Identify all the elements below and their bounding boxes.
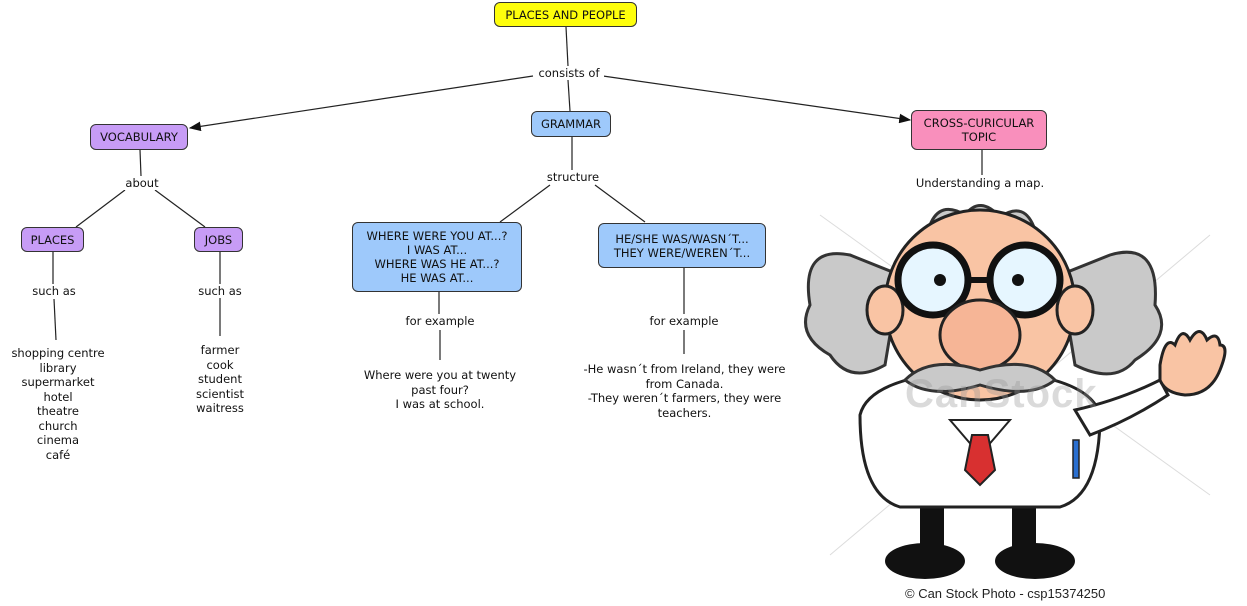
link-such-as-jobs: such as	[192, 284, 248, 298]
places-label: PLACES	[30, 232, 75, 247]
link-for-example-right: for example	[644, 314, 724, 328]
example-line: from Canada.	[645, 376, 724, 391]
jobs-list: farmer cook student scientist waitress	[180, 343, 260, 416]
example-line: -He wasn´t from Ireland, they were	[583, 362, 786, 376]
cross-curricular-node[interactable]: CROSS-CURICULAR TOPIC	[911, 110, 1047, 150]
places-list: shopping centre library supermarket hote…	[2, 346, 114, 462]
list-item: supermarket	[21, 375, 95, 389]
cross-line: CROSS-CURICULAR	[923, 116, 1035, 130]
example-line: -They weren´t farmers, they were	[587, 391, 782, 405]
places-node[interactable]: PLACES	[21, 227, 84, 252]
link-such-as-places: such as	[26, 284, 82, 298]
list-item: cinema	[36, 433, 80, 447]
jobs-node[interactable]: JOBS	[194, 227, 243, 252]
jobs-label: JOBS	[204, 232, 233, 247]
example-line: teachers.	[657, 405, 712, 420]
example-right: -He wasn´t from Ireland, they were from …	[562, 362, 807, 420]
example-line: Where were you at twenty	[363, 368, 517, 382]
link-consists-of: consists of	[534, 66, 604, 80]
link-about: about	[118, 176, 166, 190]
link-for-example-left: for example	[400, 314, 480, 328]
root-label: PLACES AND PEOPLE	[505, 7, 626, 22]
list-item: church	[38, 418, 78, 433]
example-left: Where were you at twenty past four? I wa…	[350, 368, 530, 412]
grammar-label: GRAMMAR	[540, 117, 601, 131]
list-item: farmer	[200, 343, 240, 357]
cross-note: Understanding a map.	[905, 176, 1055, 190]
photo-credit: © Can Stock Photo - csp15374250	[905, 586, 1106, 601]
list-item: shopping centre	[11, 346, 105, 360]
list-item: scientist	[195, 386, 245, 401]
list-item: hotel	[43, 389, 73, 404]
past-where-node[interactable]: WHERE WERE YOU AT...? I WAS AT... WHERE …	[352, 222, 522, 292]
list-item: library	[39, 360, 77, 375]
example-line: I was at school.	[395, 397, 485, 411]
vocabulary-label: VOCABULARY	[100, 130, 178, 144]
past-was-node[interactable]: HE/SHE WAS/WASN´T... THEY WERE/WEREN´T..…	[598, 223, 766, 268]
list-item: café	[45, 447, 71, 462]
grammar-node[interactable]: GRAMMAR	[531, 111, 611, 137]
link-structure: structure	[540, 170, 606, 184]
watermark: CanStock	[905, 372, 1098, 416]
past-where-line: HE WAS AT...	[400, 271, 474, 285]
professor-illustration	[804, 204, 1227, 579]
list-item: student	[198, 372, 242, 386]
past-where-line: I WAS AT...	[406, 243, 468, 257]
list-item: cook	[206, 357, 234, 372]
cross-line: TOPIC	[961, 130, 997, 144]
list-item: theatre	[37, 404, 79, 418]
example-line: past four?	[411, 382, 469, 397]
past-was-line: HE/SHE WAS/WASN´T...	[615, 231, 749, 246]
vocabulary-node[interactable]: VOCABULARY	[90, 124, 188, 150]
past-where-line: WHERE WAS HE AT...?	[374, 257, 500, 271]
past-was-line: THEY WERE/WEREN´T...	[613, 245, 751, 260]
list-item: waitress	[196, 401, 244, 415]
past-where-line: WHERE WERE YOU AT...?	[366, 229, 508, 243]
root-node[interactable]: PLACES AND PEOPLE	[494, 2, 637, 27]
